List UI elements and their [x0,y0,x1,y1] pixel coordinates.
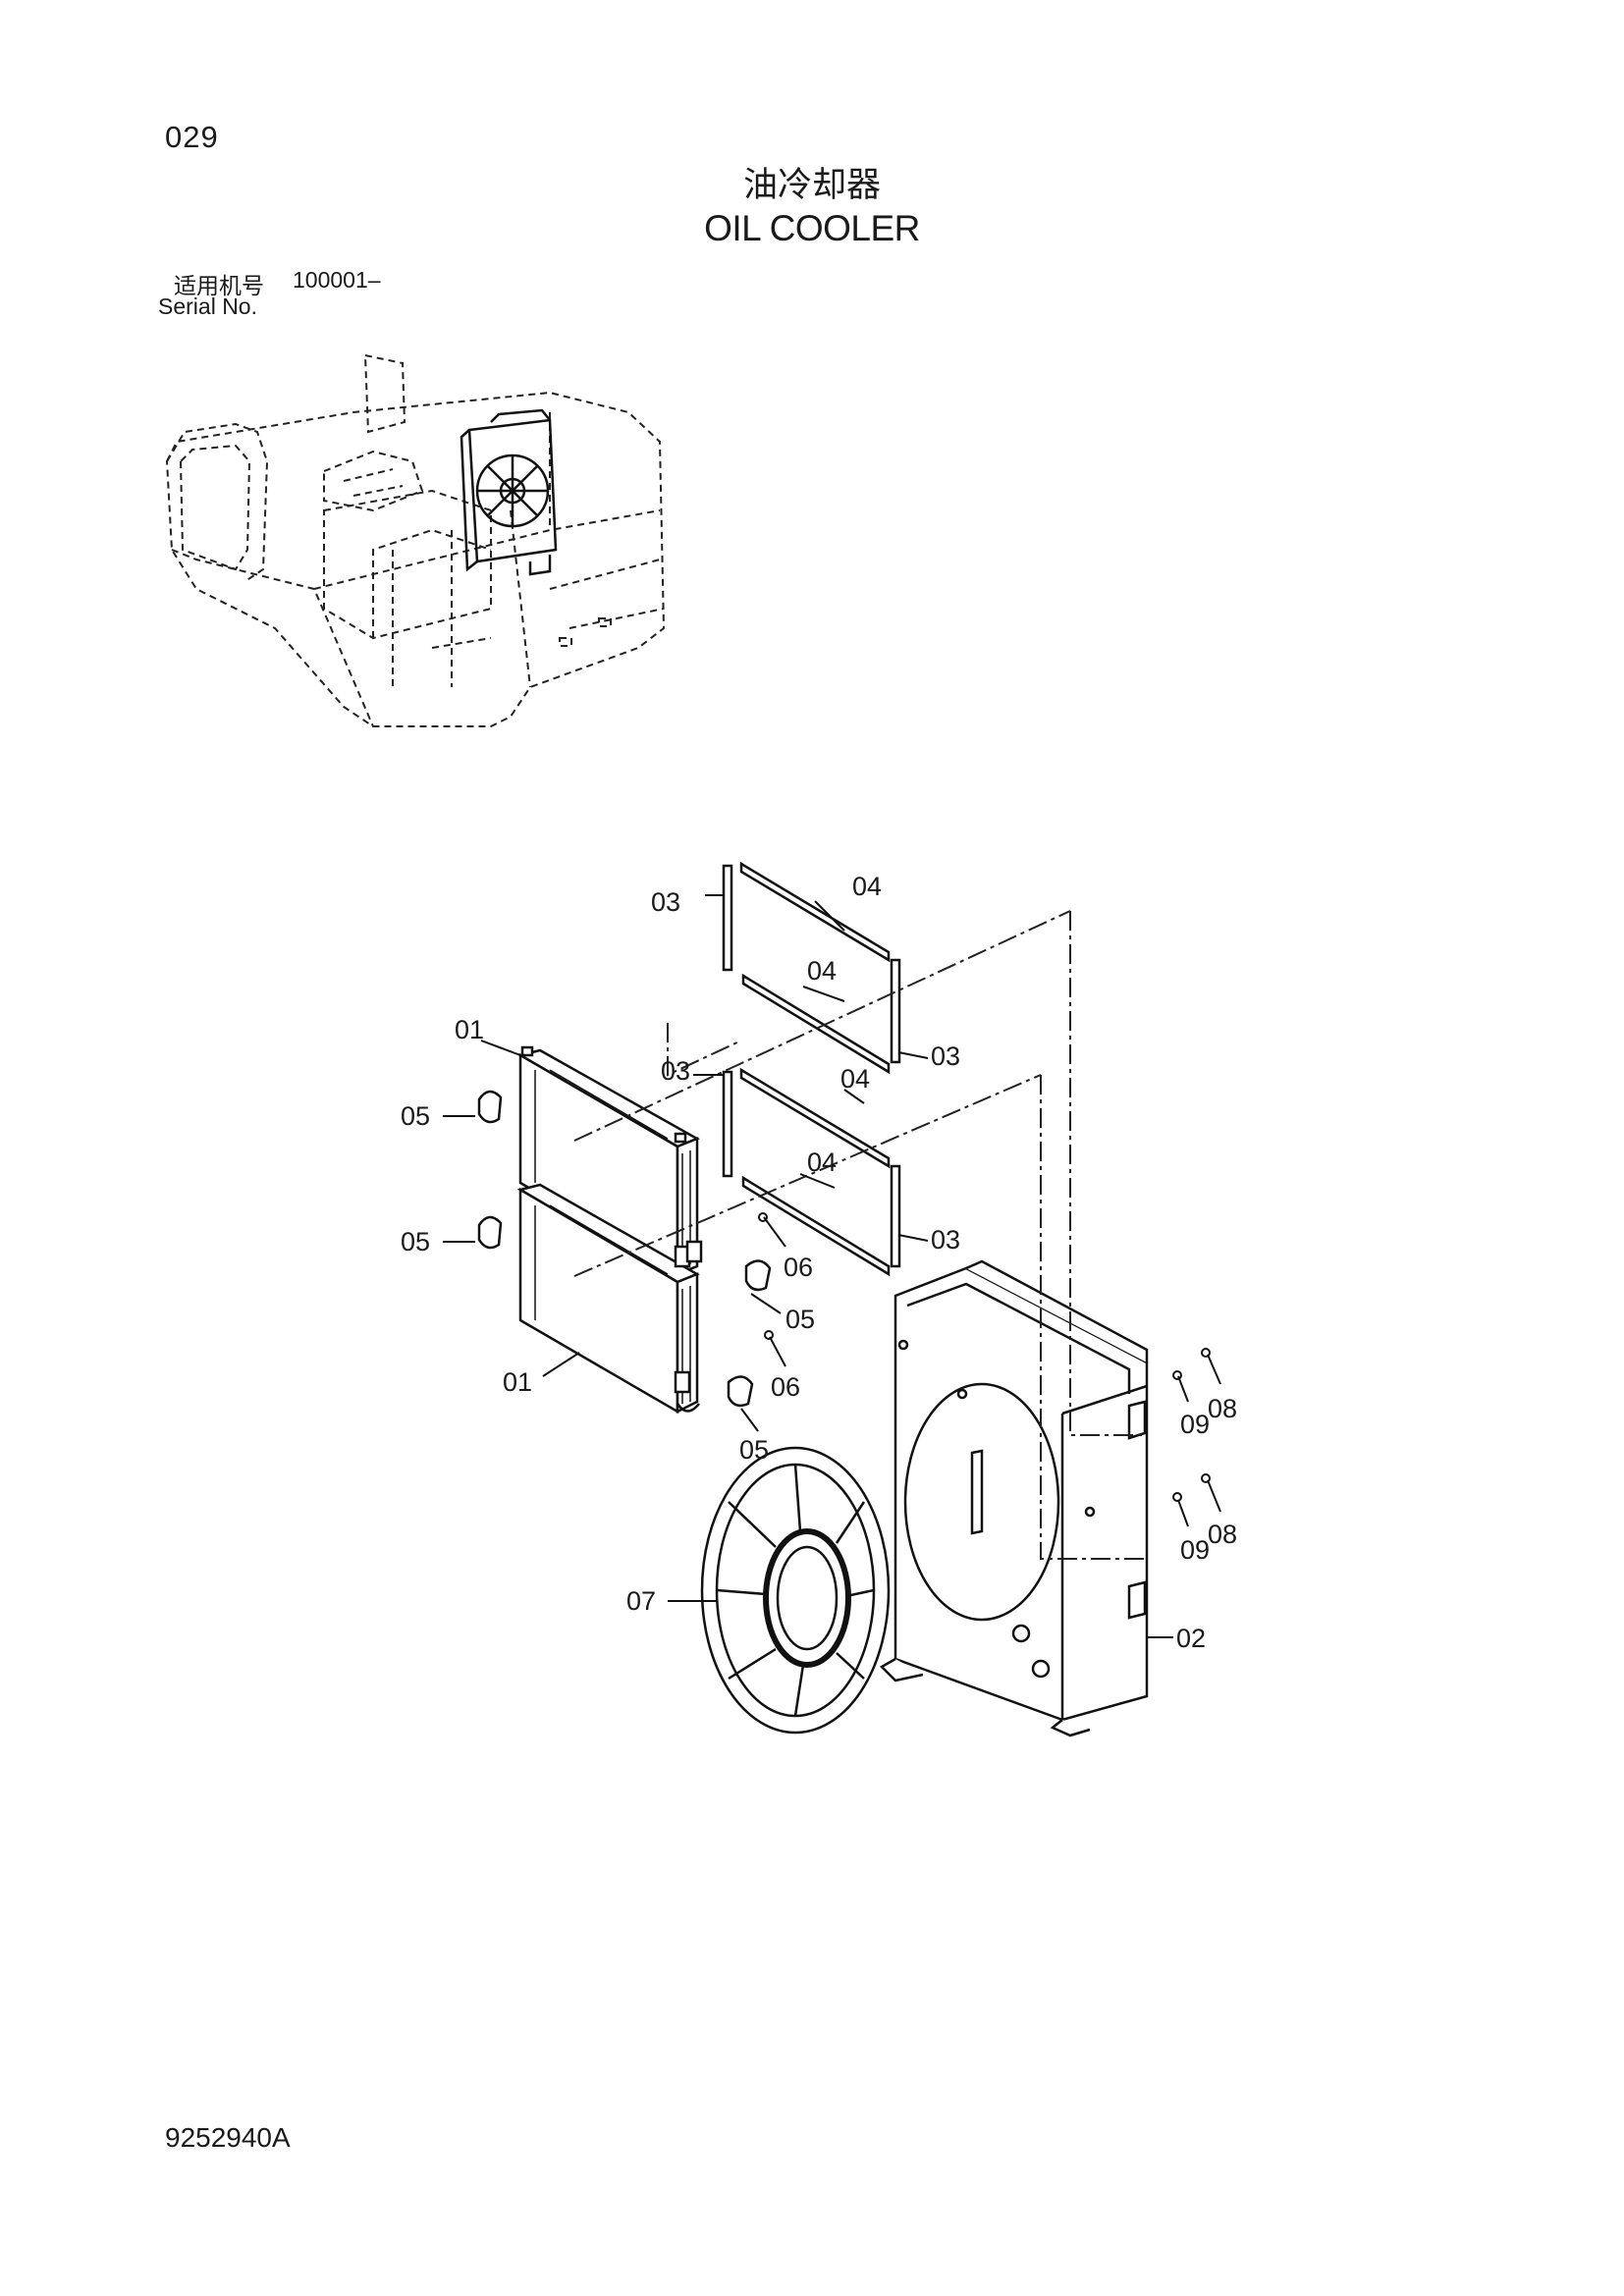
seal-strip-03-lower-left [722,1070,733,1178]
fan-shroud-07 [700,1446,891,1735]
page-title: OIL COOLER [704,208,920,248]
callout-09-a: 09 [1180,1410,1210,1439]
machine-locator-illustration [165,353,666,727]
page-title-chinese: 油冷却器 [742,166,881,204]
serial-label: Serial No. [158,294,257,319]
callout-05-b: 05 [401,1227,430,1256]
clamp-05-upper-right [744,1259,772,1292]
callout-06-a: 06 [784,1253,813,1282]
callout-07: 07 [626,1586,656,1616]
assembly-lines [573,910,1147,1560]
clamp-05-upper-left [477,1090,503,1124]
callout-04-c: 04 [840,1064,870,1094]
serial-number-range: 100001– [293,267,381,293]
frame-02 [879,1259,1149,1737]
seal-strip-03-upper-right [890,958,901,1064]
callout-06-b: 06 [771,1372,800,1402]
bolt-06-lower [764,1330,774,1340]
callout-05-a: 05 [401,1101,430,1131]
leader-lines [443,894,1221,1638]
oil-cooler-core-lower [516,1183,703,1415]
callout-02: 02 [1176,1624,1206,1653]
callout-03-a: 03 [651,887,680,917]
washer-09-upper [1172,1370,1182,1380]
serial-label-chinese: 适用机号 [174,273,264,298]
washer-09-lower [1172,1492,1182,1502]
locator-oil-cooler-highlight [460,408,558,576]
seal-strip-03-lower-right [890,1164,901,1268]
seal-strip-04-lower-lower [741,1175,891,1277]
oil-cooler-core-upper [516,1045,700,1277]
drawing-number: 9252940A [165,2122,291,2153]
callout-04-d: 04 [807,1148,837,1177]
callout-04-b: 04 [807,956,837,986]
callout-05-c: 05 [785,1305,815,1334]
page-number: 029 [165,120,219,154]
seal-strip-04-upper-lower [741,973,891,1075]
seal-strip-04-upper [739,861,891,963]
seal-strip-03-upper-left [722,864,733,972]
callout-08-b: 08 [1208,1520,1237,1549]
seal-strips-03-04 [722,861,901,1277]
seal-strip-04-lower [739,1067,891,1169]
callout-05-d: 05 [739,1435,769,1465]
callout-03-b: 03 [931,1041,960,1071]
callout-09-b: 09 [1180,1535,1210,1565]
callout-04-a: 04 [852,872,882,901]
clamps-05 [477,1090,772,1408]
callout-labels: 03 04 04 01 03 03 04 05 04 03 05 06 05 0… [401,872,1237,1653]
callout-03-c: 03 [661,1056,690,1086]
callout-01-a: 01 [455,1015,484,1044]
callout-08-a: 08 [1208,1394,1237,1423]
callout-01-b: 01 [503,1367,532,1397]
callout-03-d: 03 [931,1225,960,1255]
clamp-05-lower-left [477,1215,503,1250]
clamp-05-lower-right [727,1375,754,1408]
